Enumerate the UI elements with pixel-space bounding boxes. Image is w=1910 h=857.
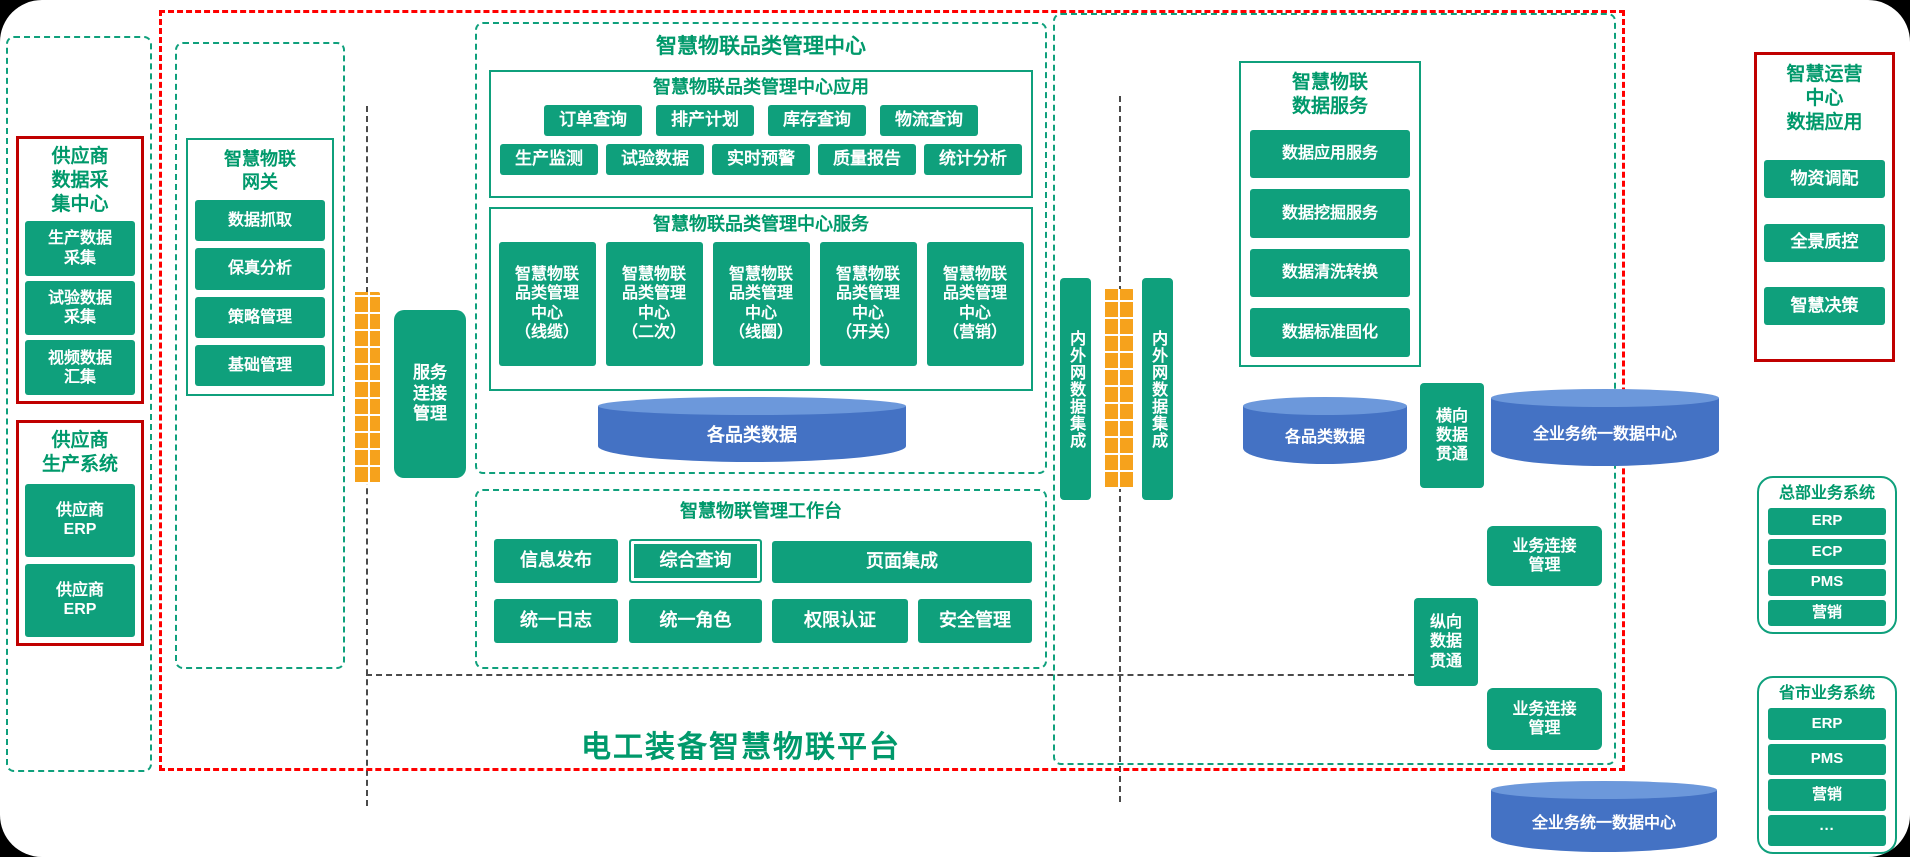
data-node-app-service: 数据应用服务 <box>1250 129 1410 179</box>
service-node-cable: 智慧物联 品类管理 中心 （线缆） <box>498 241 596 366</box>
app-node-order-query: 订单查询 <box>544 104 642 136</box>
iot-gateway-title: 智慧物联 网关 <box>224 149 296 192</box>
extranet-data-integration-bar: 内外网数据集成 <box>1142 278 1173 500</box>
category-data-db-right: 各品类数据 <box>1243 397 1407 464</box>
app-node-logistics: 物流查询 <box>880 104 978 136</box>
operation-center-panel: 智慧运营 中心 数据应用 物资调配 全景质控 智慧决策 <box>1754 52 1895 362</box>
category-service-panel: 智慧物联品类管理中心服务 智慧物联 品类管理 中心 （线缆） 智慧物联 品类管理… <box>489 207 1033 391</box>
workbench-node-page-integration: 页面集成 <box>772 541 1032 583</box>
service-node-coil: 智慧物联 品类管理 中心 （线圈） <box>712 241 810 366</box>
horizontal-data-link-node: 横向 数据 贯通 <box>1420 383 1484 488</box>
firewall-icon <box>1103 289 1134 489</box>
supplier-data-collect-panel: 供应商 数据采 集中心 生产数据 采集 试验数据 采集 视频数据 汇集 <box>16 136 144 404</box>
data-node-mining: 数据挖掘服务 <box>1250 189 1410 238</box>
collect-node-test-data: 试验数据 采集 <box>25 280 135 336</box>
app-node-test-data: 试验数据 <box>606 143 704 175</box>
supplier-production-title: 供应商 生产系统 <box>41 430 118 475</box>
workbench-node-info-publish: 信息发布 <box>494 539 618 583</box>
service-node-secondary: 智慧物联 品类管理 中心 （二次） <box>605 241 703 366</box>
data-node-cleaning: 数据清洗转换 <box>1250 248 1410 298</box>
firewall-icon <box>353 292 380 484</box>
category-service-title: 智慧物联品类管理中心服务 <box>653 214 869 234</box>
supplier-data-collect-title: 供应商 数据采 集中心 <box>51 146 109 215</box>
province-node-more: ··· <box>1768 814 1886 846</box>
app-node-realtime-warn: 实时预警 <box>712 143 810 175</box>
hq-system-panel: 总部业务系统 ERP ECP PMS 营销 <box>1757 476 1897 634</box>
operation-node-panorama-quality: 全景质控 <box>1764 223 1885 262</box>
hq-node-erp: ERP <box>1768 508 1886 535</box>
workbench-node-auth: 权限认证 <box>772 599 908 643</box>
category-service-row: 智慧物联 品类管理 中心 （线缆） 智慧物联 品类管理 中心 （二次） 智慧物联… <box>497 241 1025 366</box>
category-app-row1: 订单查询 排产计划 库存查询 物流查询 <box>497 104 1025 136</box>
service-node-marketing: 智慧物联 品类管理 中心 （营销） <box>926 241 1024 366</box>
workbench-title: 智慧物联管理工作台 <box>680 501 842 521</box>
workbench-node-unified-role: 统一角色 <box>629 599 762 643</box>
category-data-db: 各品类数据 <box>598 397 906 462</box>
gateway-node-fidelity: 保真分析 <box>195 248 325 290</box>
vertical-data-link-node: 纵向 数据 贯通 <box>1414 598 1478 686</box>
app-node-prod-monitor: 生产监测 <box>500 143 598 175</box>
operation-center-title: 智慧运营 中心 数据应用 <box>1786 64 1863 133</box>
service-connect-node: 服务 连接 管理 <box>394 310 466 478</box>
data-node-standardize: 数据标准固化 <box>1250 308 1410 357</box>
collect-node-video-data: 视频数据 汇集 <box>25 340 135 395</box>
supplier-erp-node: 供应商 ERP <box>25 483 135 557</box>
gateway-node-strategy: 策略管理 <box>195 296 325 338</box>
intranet-data-integration-bar: 内外网数据集成 <box>1060 278 1091 500</box>
category-app-panel: 智慧物联品类管理中心应用 订单查询 排产计划 库存查询 物流查询 生产监测 试验… <box>489 70 1033 198</box>
platform-title: 电工装备智慧物联平台 <box>581 731 901 764</box>
province-node-pms: PMS <box>1768 743 1886 775</box>
workbench-node-unified-log: 统一日志 <box>494 599 618 643</box>
hq-system-title: 总部业务系统 <box>1778 485 1875 502</box>
unified-data-center-db-top: 全业务统一数据中心 <box>1491 389 1719 466</box>
gateway-node-basic-mgmt: 基础管理 <box>195 344 325 386</box>
app-node-statistics: 统计分析 <box>924 143 1022 175</box>
workbench-node-security: 安全管理 <box>918 599 1032 643</box>
hq-node-marketing: 营销 <box>1768 599 1886 626</box>
gateway-node-data-capture: 数据抓取 <box>195 200 325 242</box>
app-node-stock-query: 库存查询 <box>768 104 866 136</box>
business-connect-node-top: 业务连接 管理 <box>1487 526 1602 586</box>
collect-node-production-data: 生产数据 采集 <box>25 221 135 276</box>
province-system-panel: 省市业务系统 ERP PMS 营销 ··· <box>1757 676 1897 854</box>
supplier-production-panel: 供应商 生产系统 供应商 ERP 供应商 ERP <box>16 420 144 646</box>
category-center-frame <box>475 22 1047 474</box>
supplier-zone-frame <box>6 36 152 772</box>
operation-node-smart-decision: 智慧决策 <box>1764 287 1885 326</box>
unified-data-center-db-bottom: 全业务统一数据中心 <box>1491 781 1717 852</box>
operation-center-items: 物资调配 全景质控 智慧决策 <box>1764 134 1885 351</box>
data-service-title: 智慧物联 数据服务 <box>1291 72 1368 117</box>
province-node-erp: ERP <box>1768 708 1886 740</box>
app-node-schedule-plan: 排产计划 <box>656 104 754 136</box>
divider-line-bottom <box>366 674 1414 676</box>
province-node-marketing: 营销 <box>1768 779 1886 811</box>
category-app-title: 智慧物联品类管理中心应用 <box>653 77 869 97</box>
operation-node-material-dispatch: 物资调配 <box>1764 159 1885 198</box>
app-node-quality-report: 质量报告 <box>818 143 916 175</box>
hq-node-pms: PMS <box>1768 569 1886 596</box>
category-center-title: 智慧物联品类管理中心 <box>656 35 866 58</box>
business-connect-node-bottom: 业务连接 管理 <box>1487 688 1602 750</box>
hq-node-ecp: ECP <box>1768 538 1886 565</box>
iot-gateway-panel: 智慧物联 网关 数据抓取 保真分析 策略管理 基础管理 <box>186 138 334 396</box>
supplier-erp-node: 供应商 ERP <box>25 563 135 637</box>
province-system-title: 省市业务系统 <box>1778 685 1875 702</box>
gateway-zone-frame <box>175 42 345 669</box>
service-node-switch: 智慧物联 品类管理 中心 （开关） <box>819 241 917 366</box>
workbench-node-combined-query: 综合查询 <box>629 539 762 583</box>
workbench-frame <box>475 489 1047 669</box>
category-app-row2: 生产监测 试验数据 实时预警 质量报告 统计分析 <box>497 143 1025 175</box>
data-service-panel: 智慧物联 数据服务 数据应用服务 数据挖掘服务 数据清洗转换 数据标准固化 <box>1239 61 1421 367</box>
